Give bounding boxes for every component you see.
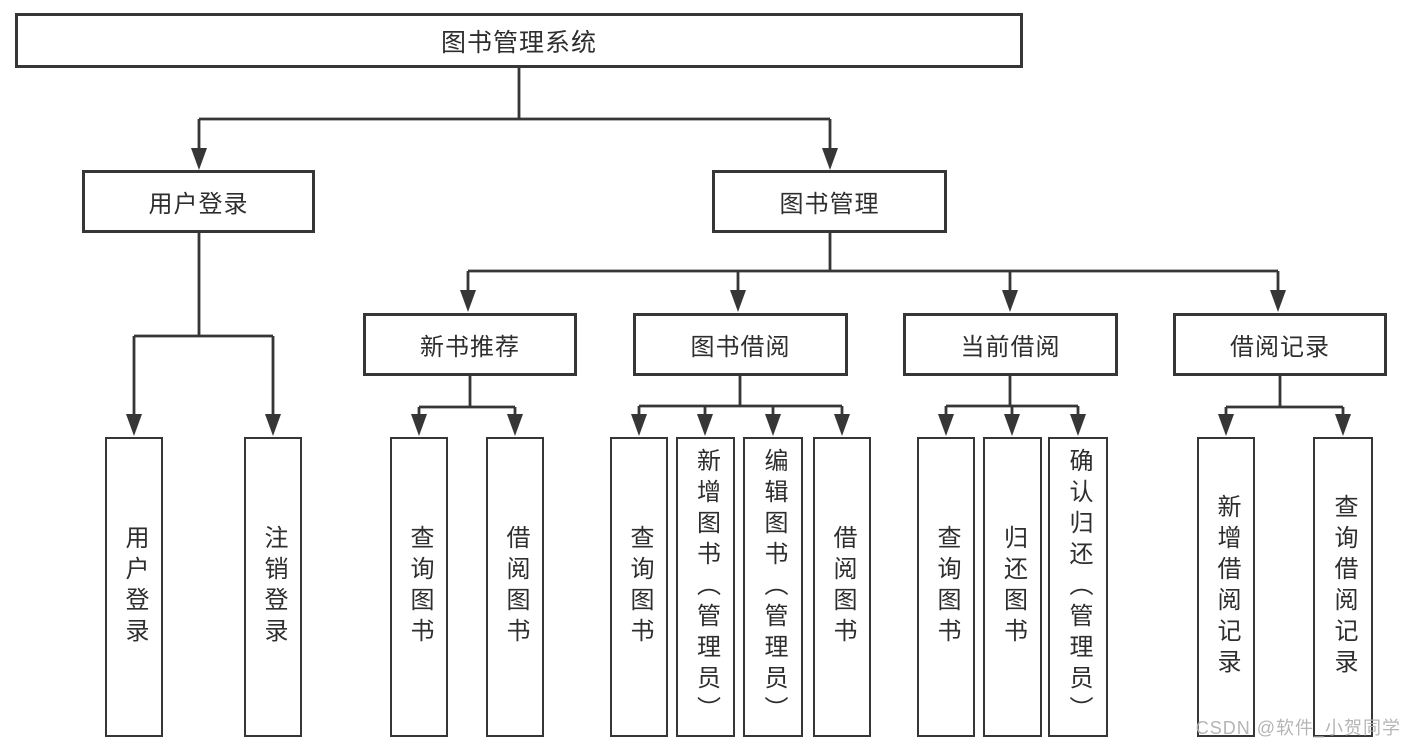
- arrowhead: [265, 414, 281, 436]
- leaf-label: 新增借阅记录: [1213, 494, 1240, 680]
- node-new-book-recommend: 新书推荐: [363, 313, 577, 376]
- arrowhead: [1002, 290, 1018, 312]
- node-borrow-records: 借阅记录: [1173, 313, 1387, 376]
- node-label: 图书管理系统: [440, 28, 597, 57]
- leaf-label: 注销登录: [260, 525, 287, 649]
- arrowhead: [191, 148, 207, 170]
- leaf-label: 编辑图书（管理员）: [760, 447, 787, 727]
- node-label: 借阅记录: [1230, 334, 1330, 361]
- arrowhead: [765, 414, 781, 436]
- arrowhead: [1218, 414, 1234, 436]
- leaf-add-books-admin: 新增图书（管理员）: [676, 437, 735, 737]
- node-label: 图书借阅: [690, 334, 791, 361]
- arrowhead: [1335, 414, 1351, 436]
- leaf-return-books: 归还图书: [983, 437, 1042, 737]
- leaf-label: 借阅图书: [829, 525, 856, 649]
- node-label: 图书管理: [779, 191, 880, 218]
- node-user-login: 用户登录: [82, 170, 315, 233]
- arrowhead: [938, 414, 954, 436]
- arrowhead: [822, 148, 838, 170]
- arrowhead: [1070, 414, 1086, 436]
- arrowhead: [730, 290, 746, 312]
- leaf-label: 确认归还（管理员）: [1065, 447, 1092, 727]
- node-root-system: 图书管理系统: [15, 13, 1023, 68]
- arrowhead: [631, 414, 647, 436]
- leaf-logout: 注销登录: [244, 437, 302, 737]
- leaf-label: 借阅图书: [502, 525, 529, 649]
- node-book-management: 图书管理: [712, 170, 947, 233]
- arrowhead: [126, 414, 142, 436]
- leaf-borrow-books: 借阅图书: [813, 437, 871, 737]
- node-label: 新书推荐: [420, 334, 520, 361]
- leaf-query-borrow-record: 查询借阅记录: [1313, 437, 1373, 737]
- leaf-borrow-books: 借阅图书: [486, 437, 544, 737]
- arrowhead: [1270, 290, 1286, 312]
- arrowhead: [1004, 414, 1020, 436]
- connector-current-borrow-children: [938, 376, 1086, 436]
- node-label: 当前借阅: [960, 334, 1061, 361]
- leaf-query-books: 查询图书: [390, 437, 448, 737]
- leaf-query-books: 查询图书: [610, 437, 668, 737]
- node-current-borrow: 当前借阅: [903, 313, 1118, 376]
- connector-user-login-children: [126, 233, 281, 436]
- node-label: 用户登录: [148, 191, 249, 218]
- leaf-label: 用户登录: [121, 525, 148, 649]
- arrowhead: [411, 414, 427, 436]
- arrowhead: [507, 414, 523, 436]
- connector-borrow-records-children: [1218, 376, 1351, 436]
- connector-new-book-recommend-children: [411, 376, 523, 436]
- leaf-label: 归还图书: [999, 525, 1027, 649]
- leaf-label: 新增图书（管理员）: [692, 447, 720, 727]
- arrowhead: [834, 414, 850, 436]
- arrowhead: [460, 290, 476, 312]
- connector-book-borrow-children: [631, 376, 850, 436]
- leaf-query-books: 查询图书: [917, 437, 975, 737]
- leaf-confirm-return-admin: 确认归还（管理员）: [1048, 437, 1108, 737]
- leaf-label: 查询借阅记录: [1330, 494, 1357, 680]
- leaf-label: 查询图书: [626, 525, 653, 649]
- csdn-watermark: CSDN @软件_小贺同学: [1195, 718, 1401, 738]
- leaf-label: 查询图书: [406, 525, 433, 649]
- leaf-add-borrow-record: 新增借阅记录: [1197, 437, 1255, 737]
- leaf-label: 查询图书: [933, 525, 960, 649]
- arrowhead: [697, 414, 713, 436]
- connector-book-management-children: [460, 233, 1286, 312]
- leaf-user-login: 用户登录: [105, 437, 163, 737]
- connector-root-to-level2: [191, 68, 838, 170]
- leaf-edit-books-admin: 编辑图书（管理员）: [743, 437, 803, 737]
- node-book-borrow: 图书借阅: [633, 313, 848, 376]
